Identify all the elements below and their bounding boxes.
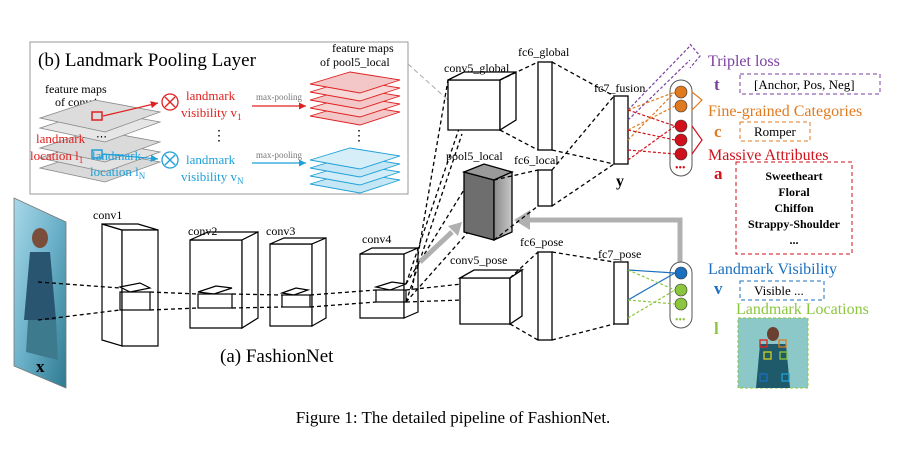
- svg-text:•••: •••: [675, 315, 686, 326]
- conv4-block: [359, 247, 419, 319]
- visibility-n-line2: visibility vN: [181, 169, 244, 186]
- pooling-panel: (b) Landmark Pooling Layer feature maps …: [29, 41, 409, 195]
- conv4-feature-stack: ⋯: [38, 99, 162, 183]
- conv5-global-label: conv5_global: [444, 61, 510, 75]
- conv3-block: [269, 237, 327, 328]
- max-pooling-n-label: max-pooling: [256, 150, 302, 160]
- svg-text:•••: •••: [675, 163, 686, 174]
- fc6-pose-label: fc6_pose: [520, 235, 563, 249]
- attribute-item: Strappy-Shoulder: [748, 217, 841, 231]
- fusion-output-links: [627, 45, 691, 161]
- conv5-pose-block: [457, 268, 525, 326]
- category-box: [739, 121, 811, 142]
- attribute-box: [735, 161, 853, 255]
- conv5-global-block: [447, 70, 517, 132]
- gray-flow-arrows: [418, 210, 683, 264]
- triplet-box: [739, 73, 881, 95]
- landmark-visibility-label: Landmark Visibility: [708, 261, 837, 278]
- pose-output-nodes: •••: [669, 261, 693, 329]
- fine-grained-label: Fine-grained Categories: [708, 103, 862, 120]
- fine-grained-bracket: [691, 91, 703, 111]
- conv2-block: [189, 231, 259, 330]
- visibility-n-line1: landmark: [186, 152, 236, 167]
- pooling-dots: ⋮: [212, 129, 226, 144]
- visibility-1-line1: landmark: [186, 88, 236, 103]
- input-image: [13, 197, 67, 389]
- l-letter: l: [714, 319, 719, 338]
- conv4-label: conv4: [362, 232, 391, 246]
- attribute-item: Chiffon: [774, 201, 814, 215]
- y-label: y: [616, 173, 624, 190]
- pooled-maps-blue: [309, 147, 401, 194]
- max-pooling-1-label: max-pooling: [256, 92, 302, 102]
- pool5-local-label: pool5_local: [446, 149, 503, 163]
- conv2-label: conv2: [188, 224, 217, 238]
- fc6-global-layer: [537, 61, 553, 151]
- triplet-box-text: [Anchor, Pos, Neg]: [754, 77, 855, 92]
- fc6-global-label: fc6_global: [518, 45, 570, 59]
- pool5-maps-label-1: feature maps: [332, 41, 394, 55]
- c-letter: c: [714, 122, 722, 141]
- fc6-local-layer: [537, 169, 553, 207]
- attribute-item: Floral: [778, 185, 810, 199]
- attributes-label: Massive Attributes: [708, 147, 828, 164]
- conv1-label: conv1: [93, 208, 122, 222]
- landmark-location-n-line2: location lN: [90, 164, 146, 181]
- visibility-box: [739, 280, 825, 301]
- fc7-pose-layer: [613, 261, 629, 325]
- attributes-bracket: [691, 125, 703, 155]
- pool5-local-block: [461, 163, 514, 242]
- fc7-fusion-layer: [613, 95, 629, 165]
- attribute-item: ...: [790, 233, 799, 247]
- conv4-maps-label-1: feature maps: [45, 82, 107, 96]
- fc7-pose-label: fc7_pose: [598, 247, 641, 261]
- pooled-maps-red: [309, 71, 401, 126]
- fusion-output-nodes: •••: [669, 79, 693, 177]
- fc-connections: [493, 61, 615, 341]
- pose-output-links: [627, 269, 676, 319]
- figure-caption: Figure 1: The detailed pipeline of Fashi…: [295, 408, 611, 427]
- fashionnet-subtitle: (a) FashionNet: [220, 346, 334, 367]
- t-letter: t: [714, 75, 720, 94]
- landmark-locations-label: Landmark Locations: [736, 301, 869, 318]
- svg-text:⋯: ⋯: [96, 131, 107, 143]
- multiply-node-red: [161, 93, 179, 111]
- triplet-loss-label: Triplet loss: [708, 53, 780, 70]
- category-box-text: Romper: [754, 124, 797, 139]
- fc6-pose-layer: [537, 251, 553, 341]
- input-label: x: [36, 357, 45, 376]
- landmark-thumbnail: [737, 317, 809, 389]
- pooling-panel-title: (b) Landmark Pooling Layer: [38, 50, 257, 71]
- visibility-box-text: Visible ...: [754, 283, 804, 298]
- attribute-list: SweetheartFloralChiffonStrappy-Shoulder.…: [748, 169, 841, 247]
- fc7-fusion-label: fc7_fusion: [594, 81, 645, 95]
- conv5-pose-label: conv5_pose: [450, 253, 507, 267]
- conv3-label: conv3: [266, 224, 295, 238]
- attribute-item: Sweetheart: [765, 169, 822, 183]
- conv-connections: [37, 79, 471, 321]
- pool5-maps-label-2: of pool5_local: [320, 55, 390, 69]
- v-letter: v: [714, 279, 723, 298]
- landmark-location-1-line2: location l1: [30, 148, 83, 165]
- conv1-block: [101, 223, 159, 347]
- a-letter: a: [714, 164, 723, 183]
- visibility-1-line2: visibility v1: [181, 105, 241, 122]
- triplet-bracket: [689, 43, 701, 69]
- multiply-node-blue: [161, 151, 179, 169]
- pooled-dots: ⋮: [352, 129, 366, 144]
- landmark-location-1-line1: landmark: [36, 131, 86, 146]
- fc6-local-label: fc6_local: [514, 153, 559, 167]
